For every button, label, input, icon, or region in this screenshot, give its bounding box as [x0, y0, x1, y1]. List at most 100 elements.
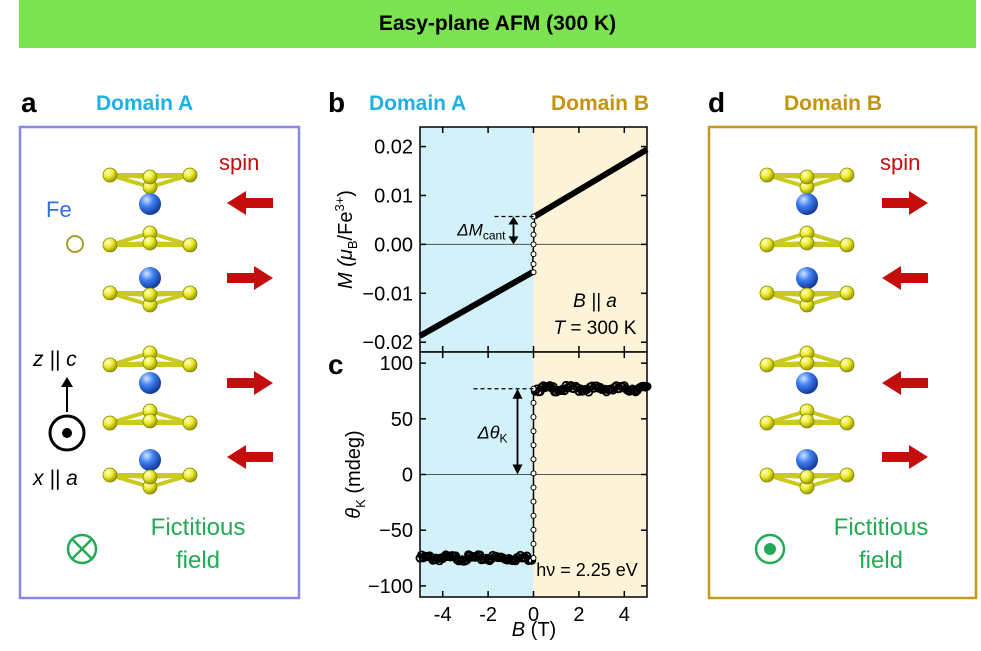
- annot-t-rest: = 300 K: [565, 318, 637, 339]
- chart-c-ytick-label: 0: [402, 465, 413, 487]
- chart-c-transition-point: [530, 413, 537, 420]
- chart-c-transition-point: [530, 526, 537, 533]
- chart-b-point: [530, 251, 537, 258]
- spin-arrows-a: [227, 191, 273, 469]
- ylabel-c-main: θ: [343, 508, 365, 519]
- oxygen-atom: [799, 287, 815, 303]
- chart-b: 0.020.010.00−0.01−0.02 ΔMcant M (μB/Fe3+…: [332, 126, 649, 354]
- chart-b-y-ticks: 0.020.010.00−0.01−0.02: [362, 137, 647, 354]
- fictitious-dot-icon: [764, 543, 776, 555]
- oxygen-atom: [102, 415, 118, 431]
- iron-atom: [139, 372, 161, 394]
- chart-c-ytick-label: −50: [379, 520, 413, 542]
- panel-a-frame: [18, 125, 301, 600]
- oxygen-atom: [839, 357, 855, 373]
- chart-b-delta-annotation: ΔMcant: [456, 215, 534, 245]
- x-axis-out-of-plane-icon: [48, 414, 86, 452]
- x-axis-label: x || a: [32, 467, 78, 490]
- chart-b-annotation-1: B || a: [573, 291, 617, 312]
- chart-b-arrowhead-up-icon: [508, 216, 519, 225]
- oxygen-atom: [142, 287, 158, 303]
- oxygen-atom: [839, 285, 855, 301]
- iron-atom: [139, 267, 161, 289]
- chart-c-ytick-label: −100: [368, 576, 413, 598]
- chart-c-arrowhead-up-icon: [512, 388, 523, 399]
- oxygen-atom: [759, 415, 775, 431]
- chart-c-ytick-label: 50: [391, 409, 413, 431]
- spin-arrow-right-icon: [882, 445, 928, 469]
- chart-b-point: [530, 260, 537, 267]
- oxygen-atom: [102, 167, 118, 183]
- oxygen-atom: [182, 357, 198, 373]
- chart-c-transition-point: [530, 498, 537, 505]
- chart-b-y-axis-label: M (μB/Fe3+): [332, 190, 360, 289]
- oxygen-atom: [799, 469, 815, 485]
- chart-c-y-axis-label: θK (mdeg): [343, 430, 368, 518]
- chart-c-transition-point: [530, 555, 537, 562]
- oxygen-atom: [142, 169, 158, 185]
- chart-c-xtick-label: -2: [479, 604, 497, 626]
- oxygen-atom: [102, 357, 118, 373]
- panel-label-b: b: [328, 87, 346, 118]
- oxygen-atom: [759, 167, 775, 183]
- chart-c-xtick-label: 0: [528, 604, 539, 626]
- oxygen-atom: [142, 413, 158, 429]
- chart-b-ytick-label: 0.00: [374, 234, 413, 256]
- iron-atom: [796, 372, 818, 394]
- spin-arrow-right-icon: [227, 371, 273, 395]
- chart-c-delta-label: ΔθK: [477, 423, 508, 446]
- ylabel-b-main: M (μ: [335, 249, 357, 289]
- chart-domain-a-label: Domain A: [369, 92, 467, 115]
- chart-b-point: [530, 231, 537, 238]
- iron-atom: [139, 449, 161, 471]
- fictitious-field-label-d-1: Fictitious: [834, 514, 929, 541]
- chart-b-point: [530, 241, 537, 248]
- chart-b-point: [530, 221, 537, 228]
- chart-b-line-2: [533, 146, 649, 220]
- chart-b-shade-domain-b: [533, 127, 647, 352]
- spin-label-d: spin: [880, 150, 920, 175]
- fictitious-field-label-a-1: Fictitious: [151, 514, 246, 541]
- chart-c-delta-annotation: ΔθK: [471, 388, 534, 475]
- ylabel-c-tail: (mdeg): [343, 430, 365, 499]
- ylabel-b-tail: /Fe: [335, 212, 357, 241]
- title-banner: Easy-plane AFM (300 K): [19, 0, 976, 48]
- chart-b-x-ticks: [441, 127, 626, 352]
- oxygen-atom: [182, 415, 198, 431]
- banner-title: Easy-plane AFM (300 K): [378, 12, 617, 35]
- oxygen-atom: [182, 285, 198, 301]
- panel-label-d: d: [708, 87, 726, 118]
- chart-b-point: [530, 269, 537, 276]
- oxygen-atom: [839, 467, 855, 483]
- oxygen-atom: [182, 237, 198, 253]
- chart-c-transition-point: [530, 540, 537, 547]
- chart-b-ytick-label: −0.02: [362, 332, 413, 354]
- z-axis-arrowhead-icon: [61, 377, 73, 387]
- oxygen-atom: [799, 355, 815, 371]
- chart-c-transition-point: [530, 484, 537, 491]
- fictitious-field-label-a-2: field: [176, 547, 220, 574]
- chart-c-xtick-label: -4: [434, 604, 452, 626]
- spin-label-a: spin: [219, 150, 259, 175]
- oxygen-atom: [142, 355, 158, 371]
- domain-a-title: Domain A: [96, 92, 194, 115]
- oxygen-atom: [182, 467, 198, 483]
- iron-atom: [796, 449, 818, 471]
- spin-arrow-left-icon: [882, 266, 928, 290]
- spin-arrows-d: [882, 191, 928, 469]
- chart-b-annotation-2: T = 300 K: [554, 318, 637, 339]
- cross-line-2: [71, 538, 93, 560]
- panel-label-c: c: [328, 349, 344, 380]
- oxygen-atom: [759, 237, 775, 253]
- oxygen-atom: [102, 285, 118, 301]
- domain-b-title: Domain B: [784, 92, 883, 115]
- chart-b-ytick-label: −0.01: [362, 283, 413, 305]
- z-axis-label: z || c: [32, 348, 77, 371]
- crystal-structure-a: [102, 167, 198, 495]
- chart-c-ytick-label: 100: [380, 353, 413, 375]
- panel-d-frame: [707, 125, 978, 600]
- chart-c-frame: [419, 351, 648, 598]
- spin-arrow-left-icon: [882, 371, 928, 395]
